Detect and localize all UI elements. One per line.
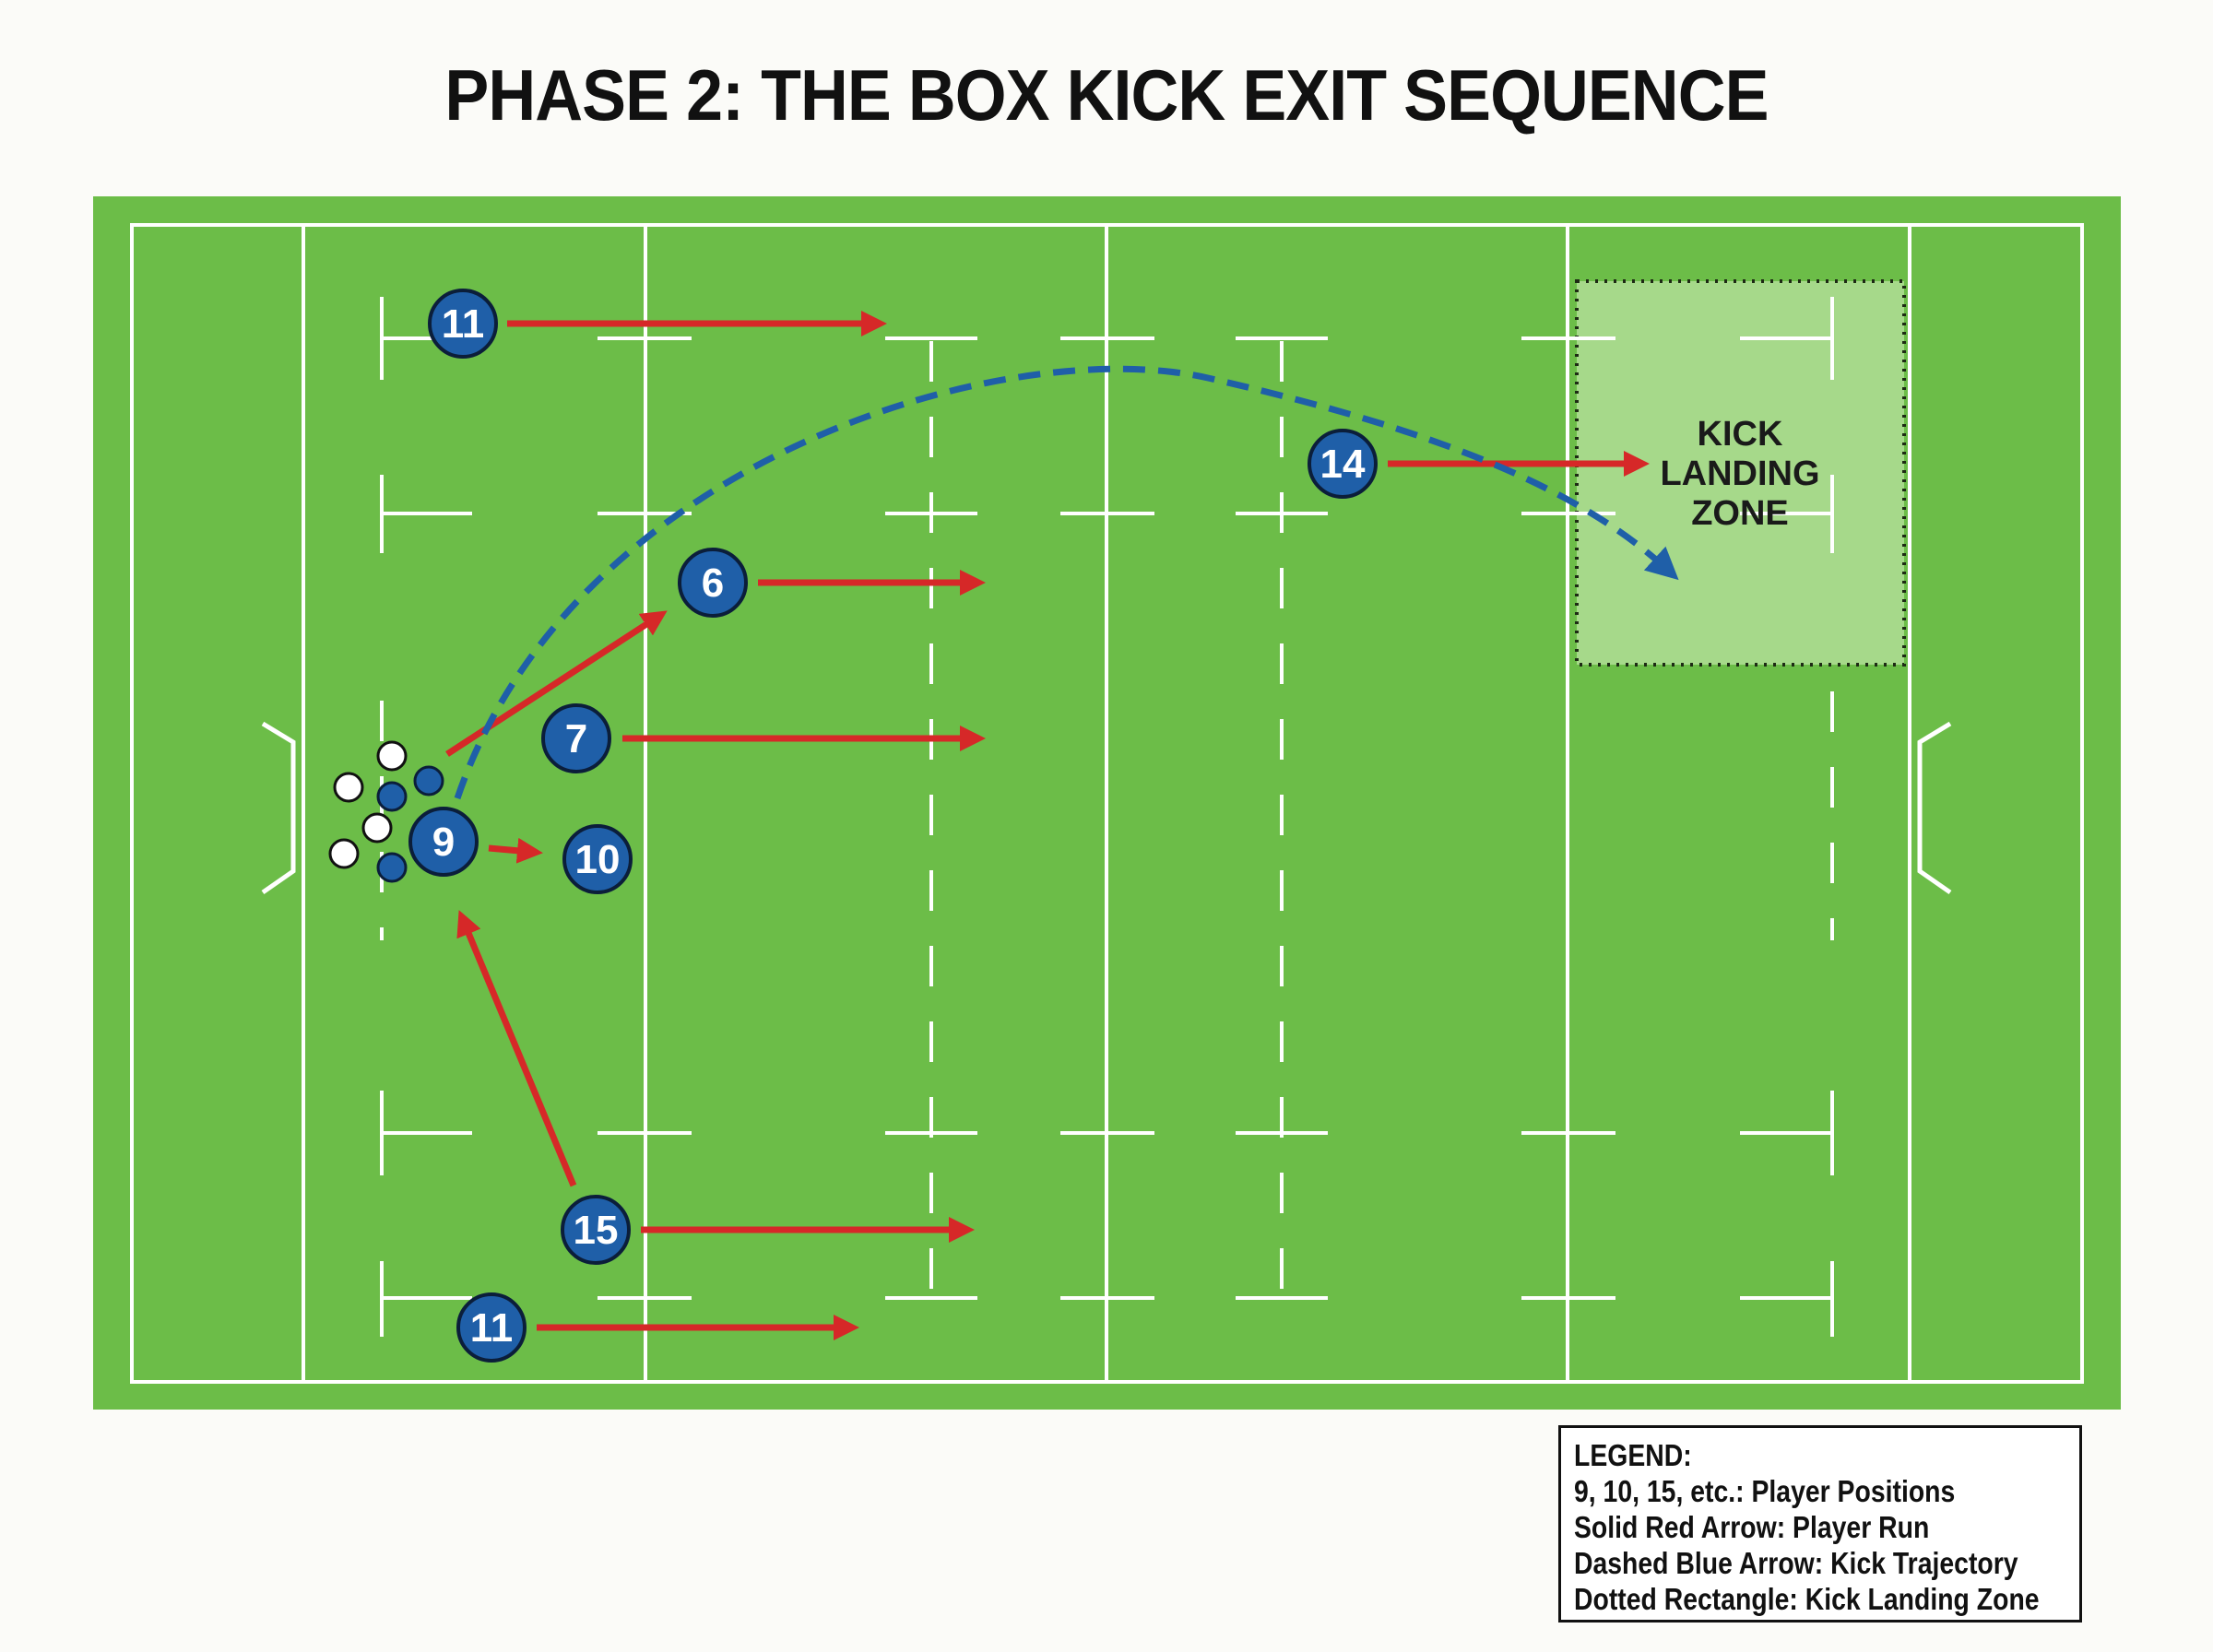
- page-title: PHASE 2: THE BOX KICK EXIT SEQUENCE: [444, 54, 1769, 136]
- run-arrow-15-to-9: [456, 910, 577, 1187]
- player-15: 15: [561, 1195, 631, 1265]
- player-11-bottom: 11: [456, 1292, 527, 1363]
- goal-posts-right: [1917, 721, 1952, 895]
- player-11-top: 11: [428, 289, 498, 359]
- player-number: 11: [470, 1305, 514, 1351]
- opponent-marker: [333, 772, 364, 803]
- run-arrow-9-to-10: [488, 837, 543, 864]
- player-number: 9: [432, 820, 455, 865]
- player-number: 6: [702, 560, 724, 606]
- teammate-marker: [376, 852, 408, 883]
- player-number: 11: [442, 301, 485, 347]
- player-6: 6: [678, 548, 748, 618]
- teammate-marker: [413, 765, 444, 796]
- zone-label-line: LANDING: [1660, 454, 1819, 493]
- legend-item: Dotted Rectangle: Kick Landing Zone: [1574, 1582, 2040, 1616]
- kick-trajectory-arrow: [454, 365, 1679, 800]
- opponent-marker: [328, 838, 360, 869]
- legend-item: Solid Red Arrow: Player Run: [1574, 1510, 1930, 1544]
- player-7: 7: [541, 703, 611, 773]
- ruck-group: [328, 740, 444, 883]
- goal-posts-left: [261, 721, 296, 895]
- player-10: 10: [562, 824, 633, 894]
- players: 11 14 6 7 9 10 15 11: [408, 289, 1378, 1363]
- player-9: 9: [408, 807, 479, 877]
- player-number: 10: [575, 837, 621, 882]
- teammate-marker: [376, 781, 408, 812]
- legend-heading: LEGEND:: [1574, 1438, 1692, 1472]
- player-number: 14: [1320, 442, 1366, 487]
- opponent-marker: [361, 812, 393, 844]
- legend-item: Dashed Blue Arrow: Kick Trajectory: [1574, 1546, 2018, 1580]
- legend: LEGEND: 9, 10, 15, etc.: Player Position…: [1558, 1425, 2082, 1622]
- legend-item: 9, 10, 15, etc.: Player Positions: [1574, 1474, 1956, 1508]
- kick-landing-zone-label: KICK LANDING ZONE: [1660, 415, 1819, 533]
- zone-label-line: ZONE: [1691, 494, 1789, 533]
- opponent-marker: [376, 740, 408, 772]
- player-number: 15: [574, 1208, 619, 1253]
- player-number: 7: [565, 716, 587, 761]
- field-markings: [302, 225, 1911, 1382]
- zone-label-line: KICK: [1698, 415, 1783, 454]
- player-14: 14: [1308, 429, 1378, 499]
